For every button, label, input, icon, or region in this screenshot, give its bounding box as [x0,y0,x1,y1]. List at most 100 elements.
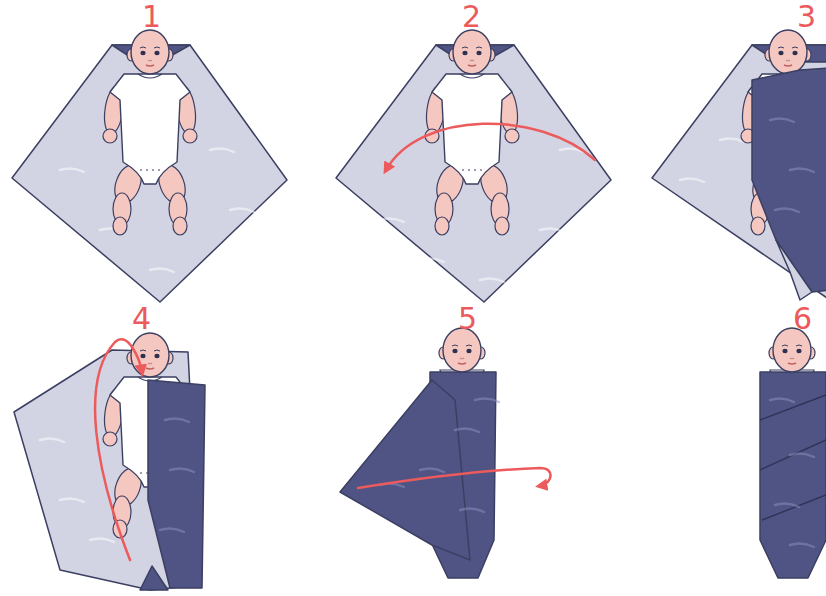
fabric-texture [230,208,254,212]
baby-eye [140,51,145,55]
baby-hand [183,129,197,143]
fabric-texture [790,543,814,547]
baby-eye [452,349,457,353]
baby-nose [460,357,464,359]
step-number: 6 [793,304,812,334]
onesie [110,74,190,184]
fabric-texture [210,148,234,152]
bottom-corner [140,566,168,590]
step-number: 2 [462,2,481,32]
fabric-texture [455,428,479,432]
fabric-texture [720,138,744,142]
baby-foot [751,217,765,235]
fabric-texture [700,228,724,232]
step-number: 5 [458,304,477,334]
baby-brow [140,350,160,351]
baby-eye [140,354,145,358]
blanket [12,45,287,302]
baby-head [773,328,811,372]
step-panel [12,30,287,302]
blanket [336,45,611,302]
baby-mouth [146,65,154,66]
baby-brow [782,345,802,346]
baby-eye [782,349,787,353]
fabric-texture [165,418,189,422]
fabric-texture [770,398,794,402]
baby-eye [154,354,159,358]
fabric-texture [160,528,184,532]
step-number: 4 [132,304,151,334]
fold-arrow [386,124,595,170]
fabric-texture [170,468,194,472]
baby-eye [778,51,783,55]
baby-mouth [788,363,796,364]
fabric-texture [420,258,444,262]
baby-foot [113,217,127,235]
baby-brow [778,47,798,48]
fold-arrow [358,468,551,488]
wrapped-body [760,372,826,578]
step-number: 1 [142,2,161,32]
baby-eye [792,51,797,55]
onesie-snaps [462,170,482,171]
fabric-texture [60,168,84,172]
baby-nose [786,59,790,61]
baby-foot [173,217,187,235]
baby-mouth [458,363,466,364]
blanket-flap [340,380,470,560]
step-panel [336,30,611,302]
fabric-texture [790,168,814,172]
baby-mouth [784,65,792,66]
step-panel [340,328,551,578]
baby-hand [103,432,117,446]
fabric-texture [475,398,499,402]
onesie-snaps [140,170,160,171]
baby-foot [495,217,509,235]
blanket [652,45,826,300]
baby-eye [466,349,471,353]
fabric-texture [770,118,794,122]
baby-nose [148,362,152,364]
step-number: 3 [797,2,816,32]
step-panel [652,30,826,300]
baby-head [131,30,169,74]
fabric-texture [380,218,404,222]
baby-eye [796,349,801,353]
fabric-texture [790,453,814,457]
baby-head [453,30,491,74]
baby-brow [140,47,160,48]
flap-underside [776,240,812,300]
fabric-texture [420,468,444,472]
wrap-fold [760,395,826,520]
fabric-texture [775,503,799,507]
baby-nose [148,59,152,61]
fold-arrow [95,339,142,560]
baby-eye [154,51,159,55]
fabric-texture [60,498,84,502]
baby-nose [470,59,474,61]
fabric-texture [775,208,799,212]
baby-hand [103,129,117,143]
fabric-texture [480,278,504,282]
fabric-texture [540,228,564,232]
baby-eye [476,51,481,55]
baby-head [769,30,807,74]
baby-hand [505,129,519,143]
step-panel [14,333,205,590]
baby-nose [790,357,794,359]
baby-brow [462,47,482,48]
baby-mouth [468,65,476,66]
fabric-texture [40,438,64,442]
blanket-flap [148,380,205,588]
fabric-texture [680,178,704,182]
baby-brow [452,345,472,346]
fabric-texture [90,538,114,542]
baby-eye [462,51,467,55]
baby-foot [435,217,449,235]
fabric-texture [460,508,484,512]
fabric-texture [150,268,174,272]
baby-head [443,328,481,372]
step-panel [760,328,826,578]
